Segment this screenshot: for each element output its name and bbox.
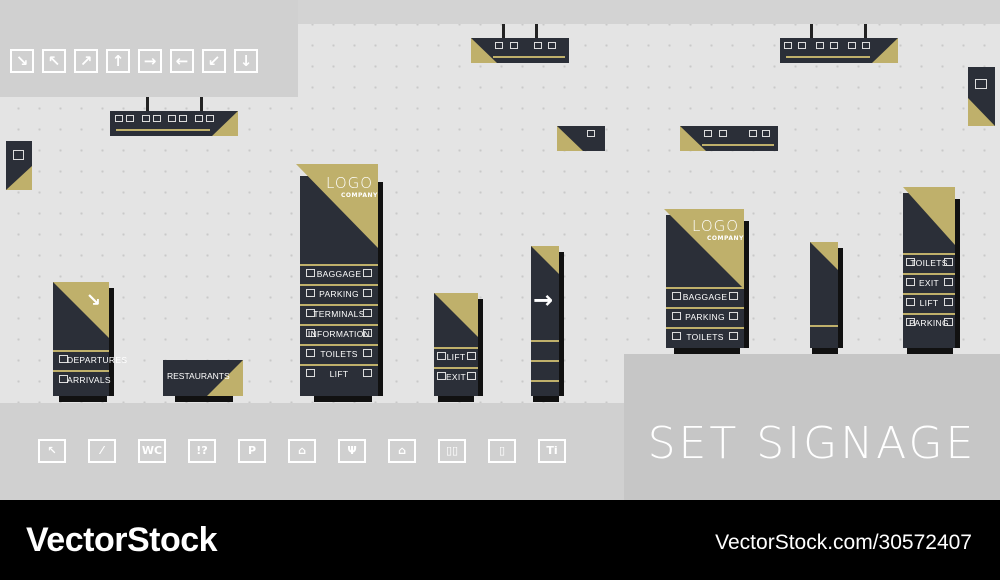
company-text: COMPANY <box>341 192 378 199</box>
departures-label: DEPARTURES <box>67 355 128 365</box>
arrivals-label: ARRIVALS <box>67 375 111 385</box>
lift-icon: ▯▯ <box>438 439 466 463</box>
narrow-icon-post <box>810 242 843 354</box>
lift-exit-sign: LIFT EXIT <box>434 293 483 402</box>
exit-label: EXIT <box>445 372 467 382</box>
baggage-label: BAGGAGE <box>316 269 362 279</box>
arrow-up-left-icon: ↖ <box>42 49 66 73</box>
logo-text: LOGO <box>326 174 374 192</box>
arrow-down-right-icon: ↘ <box>85 290 101 311</box>
lift-label: LIFT <box>446 352 466 362</box>
wall-sign-center-right <box>680 126 778 151</box>
lift-label: LIFT <box>919 298 939 308</box>
blade-sign-right <box>968 67 995 126</box>
logo-text: LOGO <box>692 217 740 235</box>
watermark-brand: VectorStock <box>26 521 218 559</box>
toilets-label: TOILETS <box>910 258 948 268</box>
company-text: COMPANY <box>707 235 744 242</box>
right-tower-sign: TOILETS EXIT LIFT PARKING <box>903 187 960 354</box>
watermark-url: VectorStock.com/30572407 <box>715 531 972 554</box>
arrow-up-icon: ↑ <box>106 49 130 73</box>
restaurants-label: RESTAURANTS <box>167 371 230 381</box>
parking-icon: P <box>238 439 266 463</box>
exit-door-icon: ▯ <box>488 439 516 463</box>
departures-icon: ↖ <box>38 439 66 463</box>
title-panel <box>624 354 1000 500</box>
departures-sign: ↘ DEPARTURES ARRIVALS <box>53 282 128 402</box>
pictogram-panel: ↖ ⁄ WC !? P ⌂ Ψ ⌂ ▯▯ ▯ Ti <box>0 403 624 500</box>
wc-icon: WC <box>138 439 166 463</box>
toilets-label: TOILETS <box>320 349 358 359</box>
arrow-down-icon: ↓ <box>234 49 258 73</box>
page-title: SET SIGNAGE <box>647 418 977 469</box>
information-label: INFORMATION <box>307 329 371 339</box>
small-sign-center <box>557 126 605 151</box>
terminal-icon: ⌂ <box>388 439 416 463</box>
parking-label: PARKING <box>685 312 725 322</box>
arrow-down-right-icon: ↘ <box>10 49 34 73</box>
lift-label: LIFT <box>329 369 349 379</box>
exit-label: EXIT <box>918 278 940 288</box>
hanging-sign-top-center <box>471 24 569 63</box>
arrow-icons-panel: ↘ ↖ ↗ ↑ → ← ↙ ↓ <box>0 0 298 97</box>
arrow-right-icon: → <box>533 286 554 314</box>
blade-sign-left <box>6 141 32 190</box>
restaurant-icon: Ψ <box>338 439 366 463</box>
toilets-label: TOILETS <box>686 332 724 342</box>
terminals-label: TERMINALS <box>313 309 365 319</box>
restaurants-sign: RESTAURANTS <box>163 360 243 402</box>
arrow-right-icon: → <box>138 49 162 73</box>
arrow-post-sign: → <box>531 246 564 402</box>
parking-label: PARKING <box>319 289 359 299</box>
baggage-label: BAGGAGE <box>682 292 728 302</box>
information-icon: !? <box>188 439 216 463</box>
baggage-icon: ⌂ <box>288 439 316 463</box>
arrow-left-icon: ← <box>170 49 194 73</box>
arrow-down-left-icon: ↙ <box>202 49 226 73</box>
artboard: ↘ ↖ ↗ ↑ → ← ↙ ↓ <box>0 0 1000 500</box>
hanging-sign-top-right <box>780 24 898 63</box>
arrow-up-right-icon: ↗ <box>74 49 98 73</box>
toilets-icon: Ti <box>538 439 566 463</box>
hanging-sign-left <box>110 97 238 136</box>
parking-label: PARKING <box>909 318 949 328</box>
arrivals-icon: ⁄ <box>88 439 116 463</box>
watermark-footer <box>0 500 1000 580</box>
